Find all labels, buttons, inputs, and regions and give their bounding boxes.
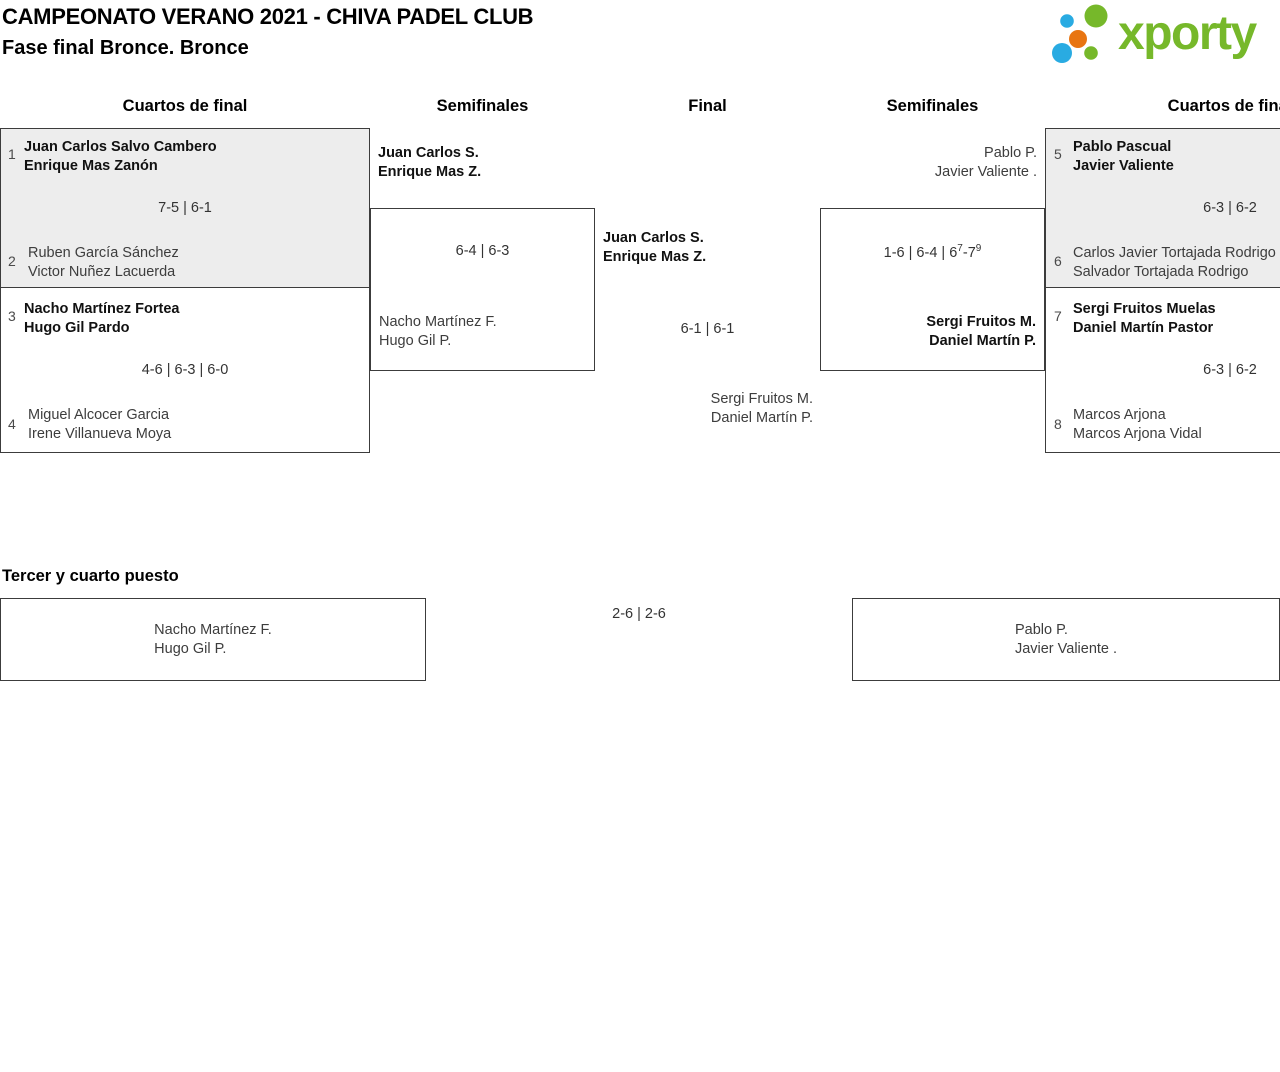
player-name: Enrique Mas Z. (378, 164, 482, 180)
column-header-quarterfinals-left: Cuartos de final (122, 97, 248, 115)
seed-number: 6 (1054, 253, 1062, 269)
player-name: Daniel Martín Pastor (1073, 320, 1214, 336)
match-box-qf3: 5 Pablo Pascual Javier Valiente 6-3 | 6-… (1045, 128, 1280, 288)
player-name: Carlos Javier Tortajada Rodrigo (1073, 245, 1276, 261)
xporty-logo-dots-icon (1052, 4, 1108, 63)
match-box-qf1: 1 Juan Carlos Salvo Cambero Enrique Mas … (0, 128, 370, 288)
third-place-score: 2-6 | 2-6 (612, 606, 666, 622)
team-name: Ruben García Sánchez Victor Nuñez Lacuer… (28, 244, 179, 282)
xporty-logo-text: xporty (1118, 7, 1257, 60)
team-name: Carlos Javier Tortajada Rodrigo Salvador… (1073, 244, 1276, 282)
seed-number: 3 (8, 308, 16, 324)
player-name: Hugo Gil Pardo (24, 320, 130, 336)
match-box-qf4: 7 Sergi Fruitos Muelas Daniel Martín Pas… (1045, 287, 1280, 453)
column-header-semifinals-right: Semifinales (886, 97, 979, 115)
player-name: Daniel Martín P. (929, 333, 1036, 349)
team-name: Pablo P. Javier Valiente . (1015, 621, 1117, 659)
column-header-final: Final (688, 97, 727, 115)
player-name: Pablo P. (1014, 621, 1068, 638)
player-name: Juan Carlos S. (603, 230, 704, 246)
player-name: Pablo Pascual (1073, 139, 1172, 155)
match-box-qf2: 3 Nacho Martínez Fortea Hugo Gil Pardo 4… (0, 287, 370, 453)
player-name: Sergi Fruitos M. (926, 314, 1036, 330)
score-part: 1-6 | 6-4 | 6 (883, 244, 958, 261)
player-name: Enrique Mas Zanón (24, 158, 158, 174)
match-score: 6-3 | 6-2 (1203, 200, 1257, 216)
team-name: Nacho Martínez F. Hugo Gil P. (379, 313, 497, 351)
player-name: Salvador Tortajada Rodrigo (1073, 264, 1249, 280)
sf-left-winner-team: Juan Carlos S. Enrique Mas Z. (378, 144, 481, 182)
player-name: Sergi Fruitos Muelas (1073, 301, 1216, 317)
player-name: Ruben García Sánchez (28, 245, 179, 261)
match-score: 7-5 | 6-1 (158, 200, 212, 216)
team-name: Nacho Martínez F. Hugo Gil P. (154, 621, 272, 659)
player-name: Victor Nuñez Lacuerda (28, 264, 176, 280)
team-name: Sergi Fruitos M. Daniel Martín P. (926, 313, 1036, 351)
player-name: Sergi Fruitos M. (710, 391, 813, 407)
seed-number: 2 (8, 253, 16, 269)
match-box-sf-left: 6-4 | 6-3 Nacho Martínez F. Hugo Gil P. (370, 208, 595, 371)
score-part: -7 (962, 244, 976, 261)
column-header-semifinals-left: Semifinales (436, 97, 529, 115)
final-runnerup-team: Sergi Fruitos M. Daniel Martín P. (595, 390, 813, 428)
player-name: Nacho Martínez F. (154, 621, 272, 638)
final-score: 6-1 | 6-1 (680, 321, 735, 337)
page-title: CAMPEONATO VERANO 2021 - CHIVA PADEL CLU… (2, 4, 534, 29)
team-name: Sergi Fruitos Muelas Daniel Martín Pasto… (1073, 300, 1216, 338)
player-name: Javier Valiente . (934, 164, 1037, 180)
team-name: Nacho Martínez Fortea Hugo Gil Pardo (24, 300, 180, 338)
tiebreak-sup: 7 (957, 243, 963, 254)
third-place-box-right: Pablo P. Javier Valiente . (852, 598, 1280, 681)
player-name: Marcos Arjona (1073, 407, 1166, 423)
third-place-box-left: Nacho Martínez F. Hugo Gil P. (0, 598, 426, 681)
final-winner-team: Juan Carlos S. Enrique Mas Z. (603, 229, 706, 267)
player-name: Daniel Martín P. (710, 410, 813, 426)
column-header-quarterfinals-right: Cuartos de final (1167, 97, 1280, 115)
team-name: Juan Carlos Salvo Cambero Enrique Mas Za… (24, 138, 217, 176)
match-score: 6-4 | 6-3 (455, 243, 510, 259)
seed-number: 7 (1054, 308, 1062, 324)
match-score: 6-3 | 6-2 (1203, 362, 1257, 378)
match-score: 4-6 | 6-3 | 6-0 (141, 362, 229, 378)
player-name: Irene Villanueva Moya (28, 426, 172, 442)
player-name: Hugo Gil P. (379, 333, 452, 349)
player-name: Nacho Martínez F. (379, 314, 497, 330)
player-name: Marcos Arjona Vidal (1073, 426, 1202, 442)
seed-number: 8 (1054, 416, 1062, 432)
sf-right-top-team: Pablo P. Javier Valiente . (820, 144, 1037, 182)
match-score: 1-6 | 6-4 | 67-79 (821, 243, 1044, 261)
player-name: Miguel Alcocer Garcia (28, 407, 170, 423)
player-name: Juan Carlos S. (378, 145, 479, 161)
player-name: Enrique Mas Z. (603, 249, 707, 265)
player-name: Javier Valiente (1073, 158, 1174, 174)
seed-number: 1 (8, 146, 16, 162)
team-name: Miguel Alcocer Garcia Irene Villanueva M… (28, 406, 171, 444)
tiebreak-sup: 9 (975, 243, 982, 254)
player-name: Pablo P. (984, 145, 1037, 161)
xporty-logo[interactable]: xporty (1048, 0, 1280, 72)
team-name: Marcos Arjona Marcos Arjona Vidal (1073, 406, 1202, 444)
player-name: Hugo Gil P. (154, 640, 227, 657)
player-name: Javier Valiente . (1014, 640, 1118, 657)
team-name: Pablo Pascual Javier Valiente (1073, 138, 1174, 176)
player-name: Juan Carlos Salvo Cambero (24, 139, 217, 155)
third-place-heading: Tercer y cuarto puesto (2, 567, 179, 585)
seed-number: 5 (1054, 146, 1062, 162)
match-box-sf-right: 1-6 | 6-4 | 67-79 Sergi Fruitos M. Danie… (820, 208, 1045, 371)
seed-number: 4 (8, 416, 16, 432)
page-subtitle: Fase final Bronce. Bronce (2, 37, 249, 59)
player-name: Nacho Martínez Fortea (24, 301, 180, 317)
